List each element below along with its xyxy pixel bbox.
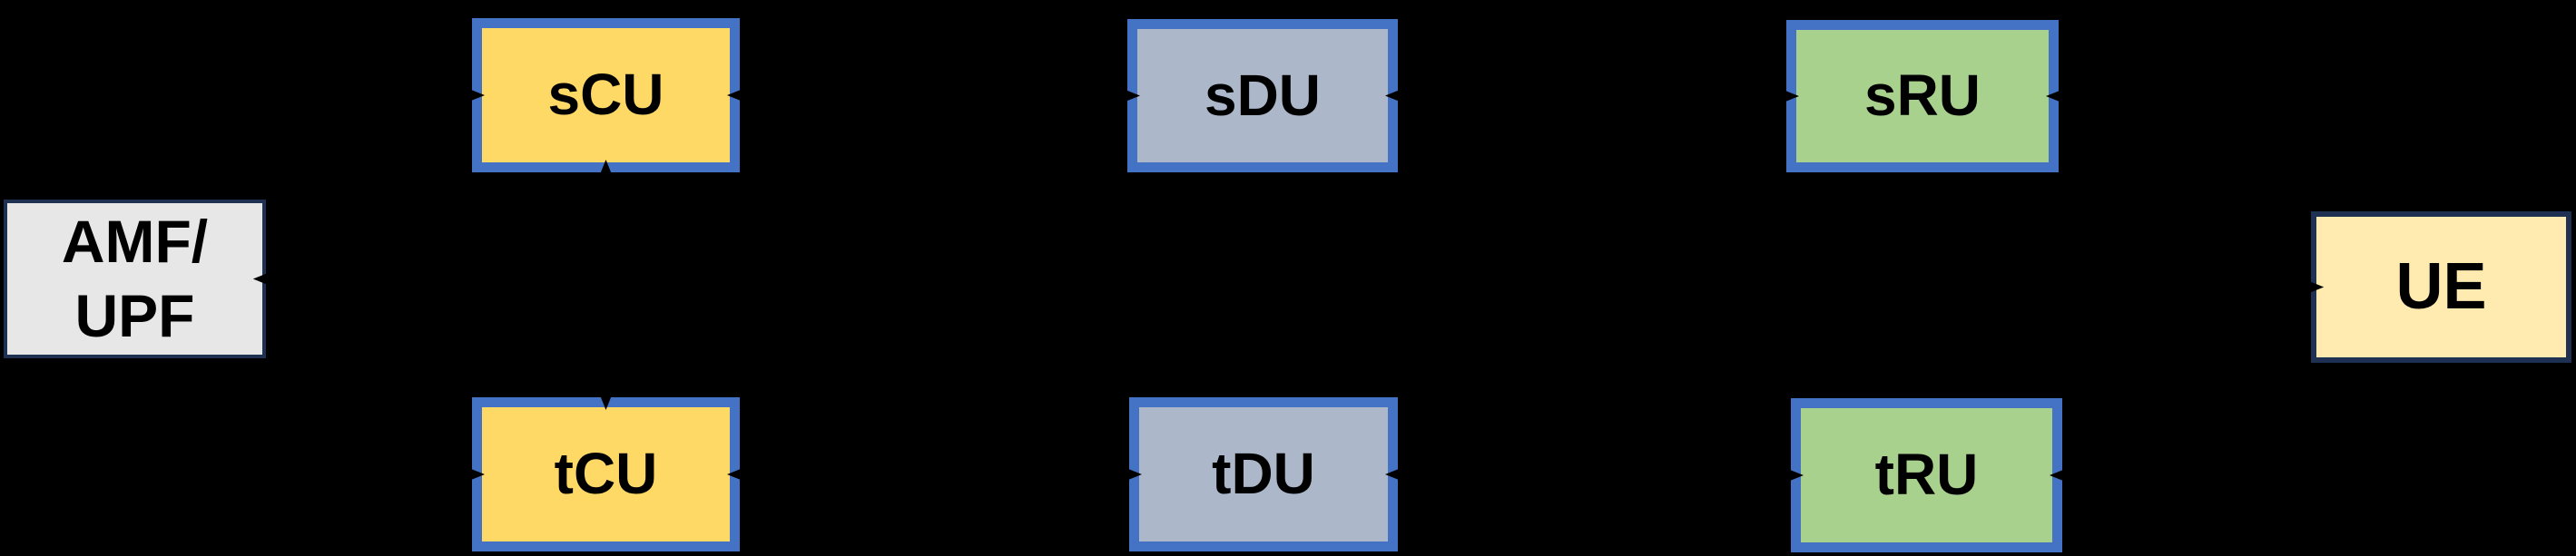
connector-line	[2062, 285, 2311, 478]
connector-line	[266, 93, 472, 281]
connector-line	[1398, 93, 1786, 99]
connector-amf-upf-scu	[253, 84, 485, 290]
node-tcu-label: tCU	[554, 441, 658, 507]
node-amf-upf-label: AMF/ UPF	[61, 207, 209, 349]
connector-sdu-sru	[1385, 84, 1799, 107]
connector-amf-upf-tcu	[253, 268, 485, 485]
node-ue: UE	[2311, 211, 2571, 363]
connector-scu-tcu	[595, 160, 617, 410]
node-amf-upf: AMF/ UPF	[4, 200, 266, 358]
node-scu-label: sCU	[547, 62, 664, 128]
node-sru: sRU	[1786, 20, 2059, 172]
node-tru-label: tRU	[1874, 442, 1979, 508]
node-ue-label: UE	[2395, 249, 2487, 323]
node-tru: tRU	[1791, 398, 2062, 552]
node-scu: sCU	[472, 18, 740, 172]
connector-sru-ue	[2046, 85, 2324, 298]
connector-line	[266, 277, 472, 477]
node-sdu: sDU	[1127, 19, 1398, 172]
node-sdu-label: sDU	[1204, 62, 1322, 128]
node-tcu: tCU	[472, 397, 740, 551]
node-tdu-label: tDU	[1212, 441, 1315, 507]
connector-tdu-tru	[1385, 463, 1804, 486]
node-sru-label: sRU	[1863, 63, 1981, 129]
connector-line	[2059, 93, 2311, 289]
connector-scu-sdu	[727, 84, 1140, 107]
connector-line	[1398, 472, 1791, 478]
connector-line	[740, 93, 1127, 98]
node-tdu: tDU	[1129, 397, 1398, 551]
connector-tru-ue	[2050, 276, 2324, 486]
connector-tcu-tdu	[727, 463, 1142, 485]
